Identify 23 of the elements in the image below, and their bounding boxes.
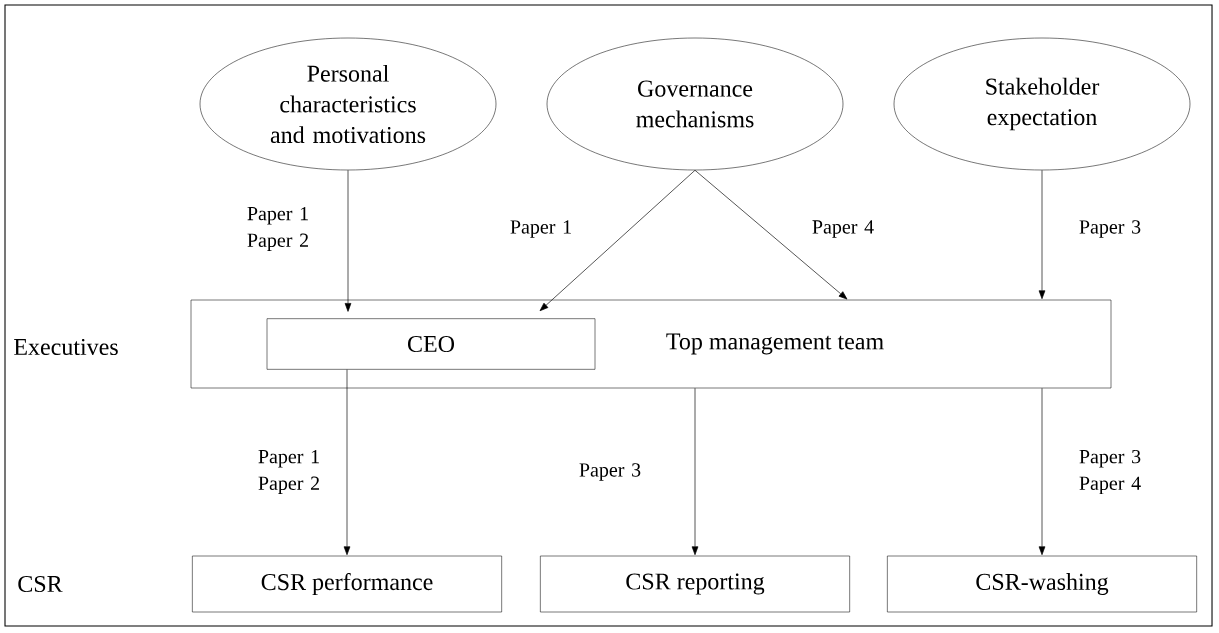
process-box: CEO [266, 318, 596, 370]
arrow [691, 387, 699, 556]
edge-label: Paper 3 [579, 463, 641, 481]
edge-label: Paper 1 Paper 2 [258, 449, 319, 495]
edge-label: Paper 3 Paper 4 [1079, 449, 1141, 495]
ellipse-node: Personal characteristics and motivations [199, 37, 497, 171]
arrow [1038, 387, 1046, 556]
arrow [344, 169, 352, 312]
arrow [694, 169, 848, 300]
edge-label: Paper 1 Paper 2 [247, 206, 308, 252]
arrow [539, 169, 696, 312]
ellipse-node: Governance mechanisms [546, 37, 844, 171]
row-label: CSR [18, 575, 63, 593]
process-box: CSR performance [192, 555, 502, 613]
arrow [343, 369, 351, 556]
process-box: CSR-washing [887, 555, 1197, 613]
edge-label: Paper 3 [1079, 220, 1141, 238]
process-box: CSR reporting [540, 555, 850, 613]
ellipse-node: Stakeholder expectation [893, 37, 1191, 171]
edge-label: Paper 4 [812, 220, 874, 238]
edge-label: Paper 1 [510, 220, 571, 238]
arrow [1038, 169, 1046, 300]
row-label: Executives [14, 338, 118, 356]
